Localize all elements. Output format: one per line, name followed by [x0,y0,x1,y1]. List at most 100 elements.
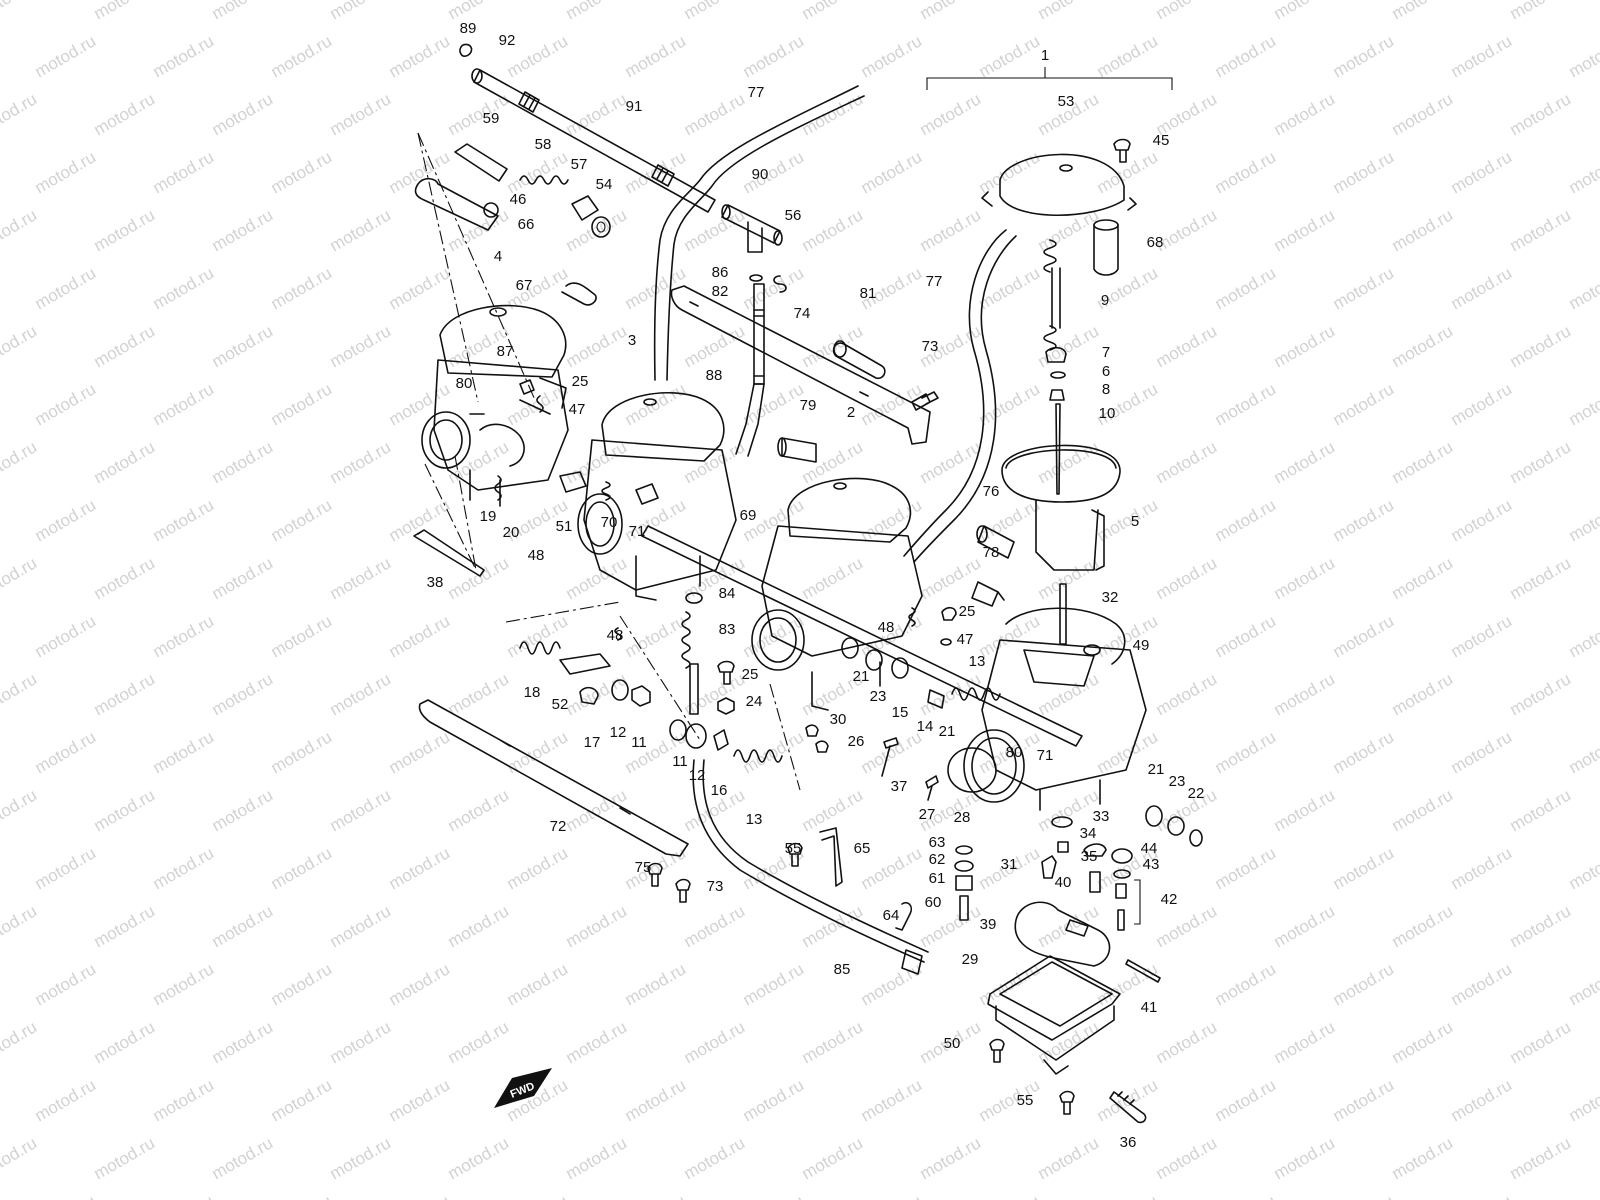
part-77-fuel-hose-right [903,229,1017,563]
part-21-22-23-rings-right [1145,805,1203,847]
callout-43: 43 [1143,856,1160,873]
callout-60: 60 [925,894,942,911]
part-30-26-screws [805,724,829,753]
callout-25: 25 [742,666,759,683]
callout-13: 13 [969,653,986,670]
part-90-tee-fitting [721,204,783,253]
part-72-lower-bracket [418,699,689,857]
callout-33: 33 [1093,808,1110,825]
callout-30: 30 [830,711,847,728]
callout-45: 45 [1153,132,1170,149]
callout-71: 71 [1037,747,1054,764]
callout-73: 73 [922,338,939,355]
parts-illustration: FWD [413,43,1203,1124]
part-53-top-cap [981,153,1137,217]
part-66-clamp-plate [414,177,499,231]
callout-63: 63 [929,834,946,851]
callout-36: 36 [1120,1134,1137,1151]
callout-48: 48 [528,547,545,564]
callout-62: 62 [929,851,946,868]
callout-21: 21 [1148,761,1165,778]
callout-80: 80 [1006,744,1023,761]
callout-21: 21 [853,668,870,685]
callout-18: 18 [524,684,541,701]
callout-88: 88 [706,367,723,384]
callout-67: 67 [516,277,533,294]
callout-35: 35 [1081,848,1098,865]
callout-47: 47 [569,401,586,418]
callout-25: 25 [572,373,589,390]
part-33-44-float-valve-parts [1051,816,1141,931]
callout-76: 76 [983,483,1000,500]
callout-13: 13 [746,811,763,828]
part-67-clip [561,282,597,306]
callout-22: 22 [1188,785,1205,802]
part-36-long-screw [1109,1091,1147,1124]
callout-87: 87 [497,343,514,360]
callout-83: 83 [719,621,736,638]
callout-1: 1 [1041,47,1049,64]
callout-26: 26 [848,733,865,750]
callout-31: 31 [1001,856,1018,873]
part-41-pin [1125,959,1161,983]
callout-7: 7 [1102,344,1110,361]
part-59-57-pilot-screw-assy [454,143,611,238]
callout-11: 11 [672,753,688,770]
part-27-screw [925,775,939,801]
callout-47: 47 [957,631,974,648]
callout-15: 15 [892,704,909,721]
callout-80: 80 [456,375,473,392]
part-91-92-starter-rod [459,43,716,213]
part-55-screw-lower [1059,1090,1075,1115]
callout-39: 39 [980,916,997,933]
part-49-screw [1083,644,1101,656]
callout-19: 19 [480,508,497,525]
part-11-12-13-16-cluster-center [669,719,783,763]
callout-51: 51 [556,518,573,535]
part-79-cylinder [777,437,817,463]
part-55-64-65-clips [787,827,913,931]
callout-64: 64 [883,907,900,924]
part-29-float-bowl [987,955,1121,1075]
callout-32: 32 [1102,589,1119,606]
callout-86: 86 [712,264,729,281]
callout-68: 68 [1147,234,1164,251]
part-76-sleeve [976,525,1015,559]
part-68-tube [1093,219,1119,276]
part-77-fuel-hose-upper [653,85,865,381]
callout-4: 4 [494,248,502,265]
callout-85: 85 [834,961,851,978]
callout-91: 91 [626,98,643,115]
callout-59: 59 [483,110,500,127]
callout-52: 52 [552,696,569,713]
callout-73: 73 [707,878,724,895]
callout-2: 2 [847,404,855,421]
callout-40: 40 [1055,874,1072,891]
callout-29: 29 [962,951,979,968]
part-11-12-17-18-52-cluster-left [519,627,651,707]
callout-34: 34 [1080,825,1097,842]
callout-57: 57 [571,156,588,173]
callout-48: 48 [607,627,624,644]
part-69-throttle-shaft [641,525,1083,747]
callout-82: 82 [712,283,729,300]
part-5-diaphragm-piston [1001,444,1121,571]
part-73-bolt-upper [911,391,939,411]
part-28-cover [947,747,997,793]
part-39-float [1014,901,1111,967]
callout-21: 21 [939,723,956,740]
callout-81: 81 [860,285,877,302]
callout-92: 92 [499,32,516,49]
callout-84: 84 [719,585,736,602]
callout-55: 55 [785,840,802,857]
fwd-arrow-icon: FWD [494,1068,552,1108]
part-85-throttle-cable [692,759,929,975]
callout-46: 46 [510,191,527,208]
part-38-throttle-stop-screw [413,529,485,577]
part-14-15-21-23-link-parts [841,637,945,709]
callout-78: 78 [983,544,1000,561]
part-73-75-bolts-lower [647,862,691,903]
callout-5: 5 [1131,513,1139,530]
